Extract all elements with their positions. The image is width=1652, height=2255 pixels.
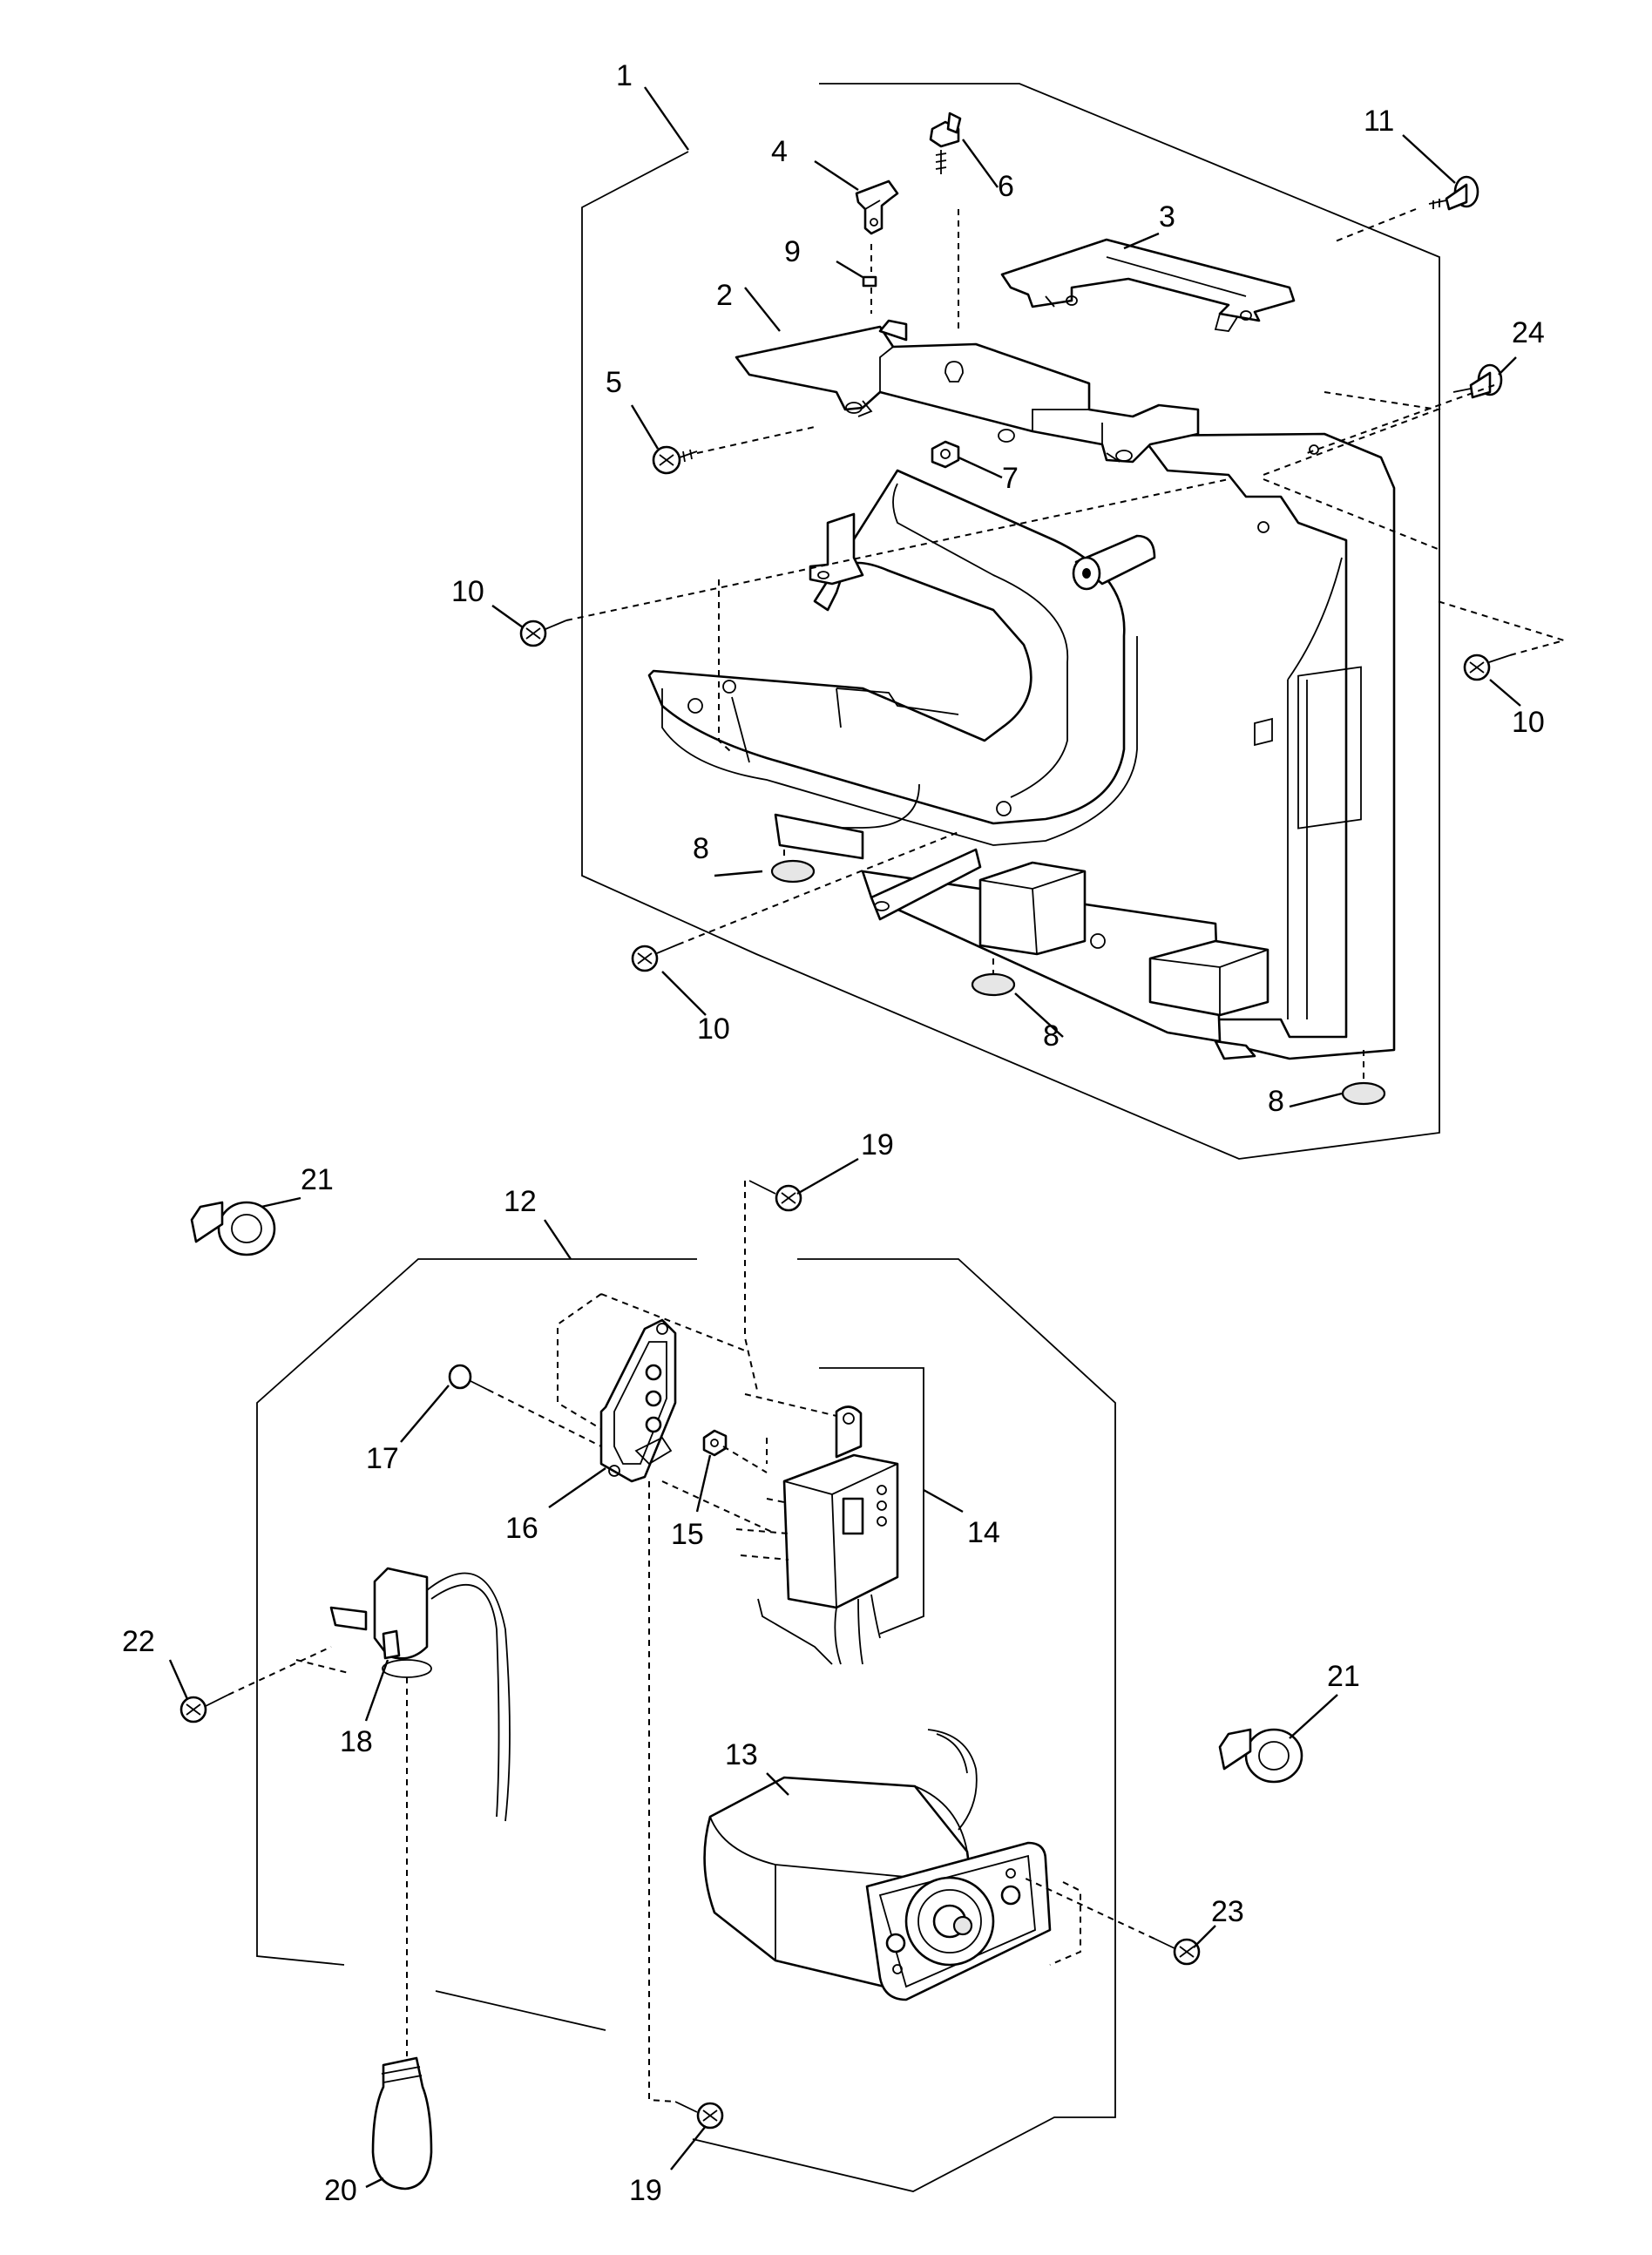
callout-12: 12 [504, 1185, 537, 1218]
callout-10: 10 [451, 575, 484, 608]
screw-11 [1428, 175, 1479, 211]
callout-21: 21 [301, 1163, 334, 1196]
callout-labels: 1 2 3 4 5 6 7 8 8 8 9 10 10 10 11 24 12 … [122, 59, 1545, 2207]
base-plate [861, 870, 1222, 1043]
group-boundary-1 [581, 83, 1440, 1160]
callout-3: 3 [1159, 200, 1175, 234]
tube-left [978, 861, 1087, 956]
callout-11: 11 [1364, 105, 1394, 138]
callout-19: 19 [861, 1128, 894, 1161]
callout-8b: 8 [1043, 1019, 1060, 1053]
callout-19b: 19 [629, 2174, 662, 2207]
screw-10-right [1463, 653, 1511, 681]
switch-box [782, 1405, 899, 1665]
callout-10c: 10 [697, 1012, 730, 1046]
terminal-block [599, 1318, 677, 1483]
light-bulb [371, 2056, 433, 2191]
lamp-socket [329, 1567, 511, 1822]
callout-7: 7 [1002, 462, 1019, 495]
screw-5 [652, 445, 698, 475]
screw-10-left [519, 620, 567, 647]
bottom-tab [870, 848, 982, 921]
rubber-foot [971, 972, 1016, 997]
screw-19-top [748, 1180, 802, 1212]
cord-clamp-right [1218, 1728, 1303, 1784]
screw-19-bottom [674, 2101, 724, 2130]
callout-leaders [168, 86, 1521, 2189]
callout-18: 18 [340, 1725, 373, 1758]
screw-10-bottom [631, 944, 679, 972]
callout-23: 23 [1211, 1895, 1244, 1928]
motor [703, 1729, 1052, 2001]
group-boundary-12 [256, 1258, 697, 1966]
housing-tab [774, 813, 864, 860]
spacer [862, 275, 877, 288]
frame-window [1297, 666, 1362, 830]
clip [855, 179, 899, 235]
callout-22: 22 [122, 1625, 155, 1658]
hex-nut [931, 440, 960, 469]
screw-23 [1154, 1938, 1201, 1966]
callout-17: 17 [366, 1442, 399, 1475]
screw-22 [179, 1694, 229, 1723]
callout-20: 20 [324, 2174, 357, 2207]
callout-8c: 8 [1268, 1085, 1284, 1118]
screw-24 [1452, 363, 1503, 399]
callout-15: 15 [671, 1518, 704, 1551]
hex-nut-15 [702, 1429, 728, 1457]
tube-right [1148, 939, 1269, 1017]
callout-2: 2 [716, 279, 733, 312]
callout-24: 24 [1512, 316, 1545, 349]
callout-9: 9 [784, 235, 801, 268]
motor-housing [647, 469, 1126, 825]
callout-13: 13 [725, 1738, 758, 1771]
rubber-foot [1341, 1081, 1386, 1106]
electrical-assembly [179, 1180, 1303, 2192]
rubber-foot [770, 859, 816, 884]
adjust-screw [929, 112, 962, 174]
top-plate [735, 325, 1200, 464]
callout-21b: 21 [1327, 1660, 1360, 1693]
callout-6: 6 [998, 170, 1014, 203]
keyhole [944, 361, 964, 383]
callout-14: 14 [967, 1516, 1000, 1549]
base-frame [1140, 432, 1396, 1060]
callout-16: 16 [505, 1512, 538, 1545]
callout-4: 4 [771, 135, 788, 168]
callout-5: 5 [606, 366, 622, 399]
frame-assembly [519, 83, 1567, 1160]
screw-17 [448, 1364, 489, 1391]
callout-1: 1 [616, 59, 633, 92]
bracket-14 [757, 1367, 924, 1665]
handle-bracket [1000, 238, 1296, 332]
callout-8: 8 [693, 832, 709, 865]
callout-10b: 10 [1512, 706, 1545, 739]
cord-clamp-left [190, 1201, 276, 1256]
